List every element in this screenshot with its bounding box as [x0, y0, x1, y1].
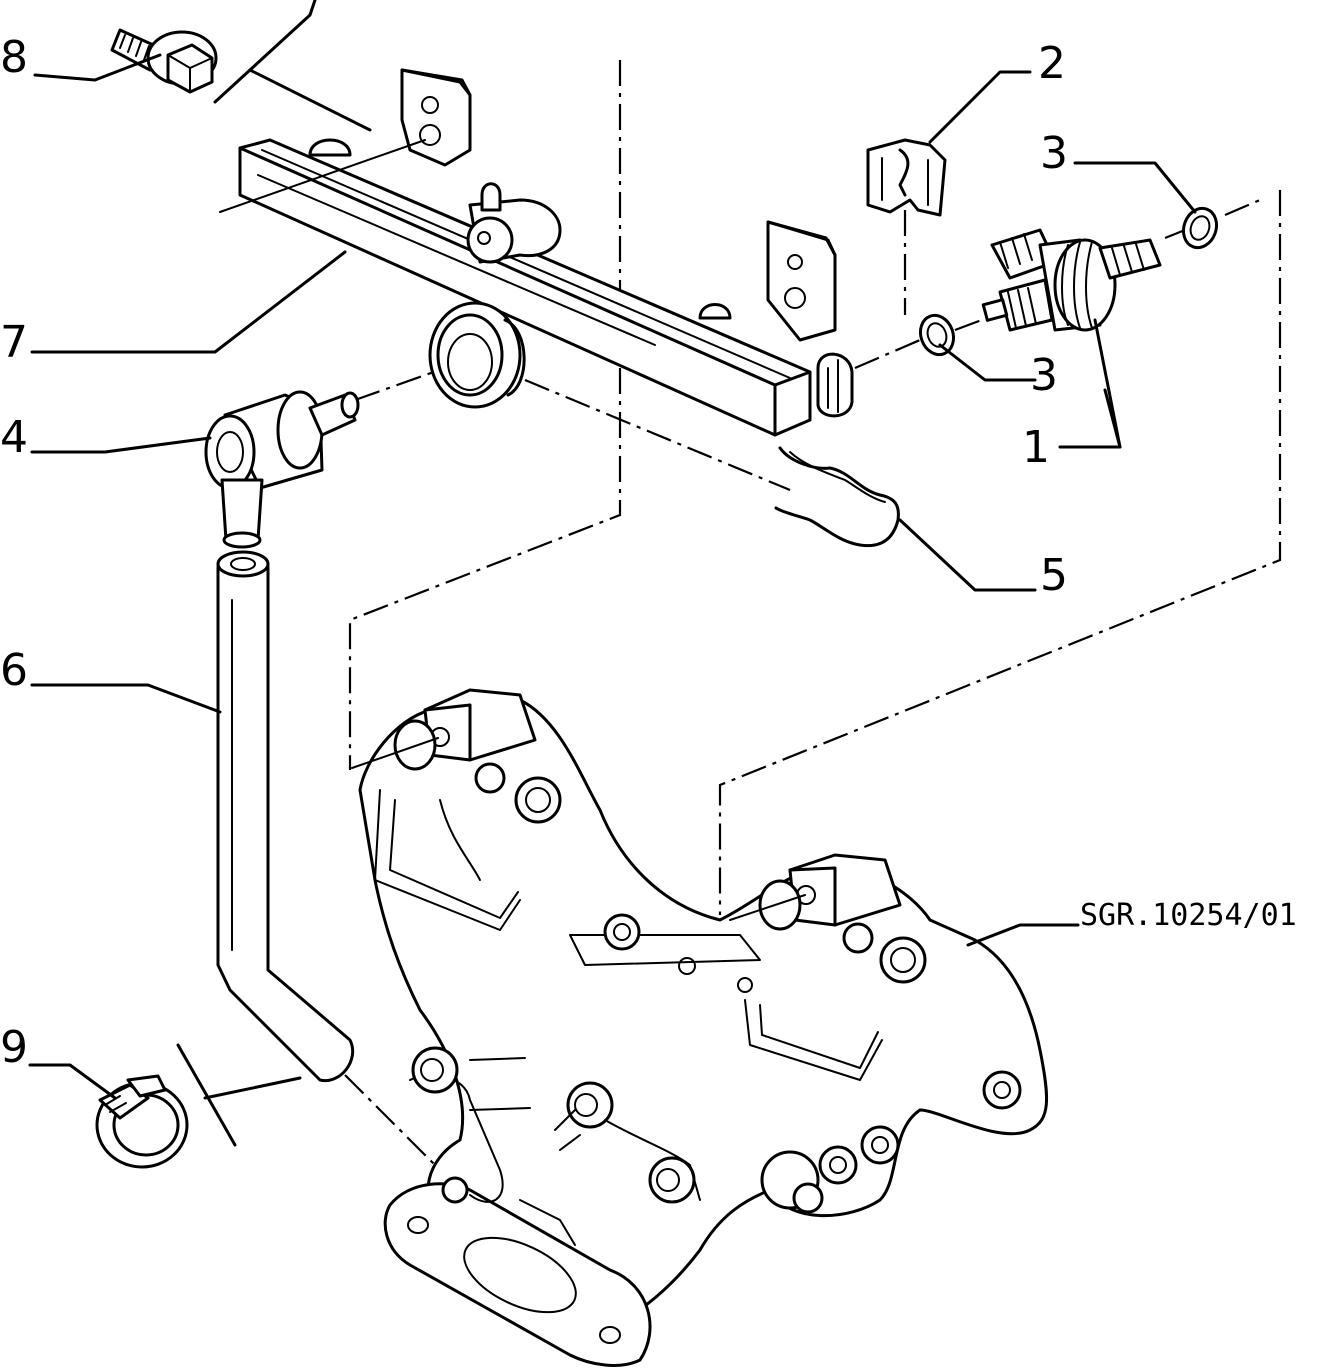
bolt — [110, 28, 218, 94]
vacuum-hose — [216, 550, 355, 1083]
callout-8: 8 — [0, 32, 28, 83]
injector-clip — [866, 138, 947, 217]
reference-code: SGR.10254/01 — [1080, 898, 1297, 933]
callout-6: 6 — [0, 645, 28, 696]
assembly-dash-lines — [344, 60, 1282, 1186]
leader-lines — [28, 0, 1197, 1147]
hose-clamp — [95, 1074, 189, 1169]
callout-9: 9 — [0, 1022, 28, 1073]
callout-5: 5 — [1040, 550, 1068, 601]
callout-7: 7 — [0, 317, 28, 368]
o-rings — [918, 206, 1219, 357]
callout-2: 2 — [1038, 38, 1066, 89]
callout-3-bottom: 3 — [1030, 350, 1058, 401]
rail-gasket — [774, 446, 900, 548]
fuel-rail — [238, 68, 854, 437]
pressure-regulator-fitting — [204, 390, 360, 549]
callout-1: 1 — [1022, 422, 1050, 473]
callout-3-top: 3 — [1040, 128, 1068, 179]
rail-grommet — [428, 301, 526, 409]
callout-4: 4 — [0, 412, 28, 463]
callout-labels: 1 2 3 3 4 5 6 7 8 9 SGR.10254/01 — [0, 32, 1297, 1073]
intake-manifold — [358, 688, 1049, 1367]
fuel-injector — [981, 228, 1162, 332]
